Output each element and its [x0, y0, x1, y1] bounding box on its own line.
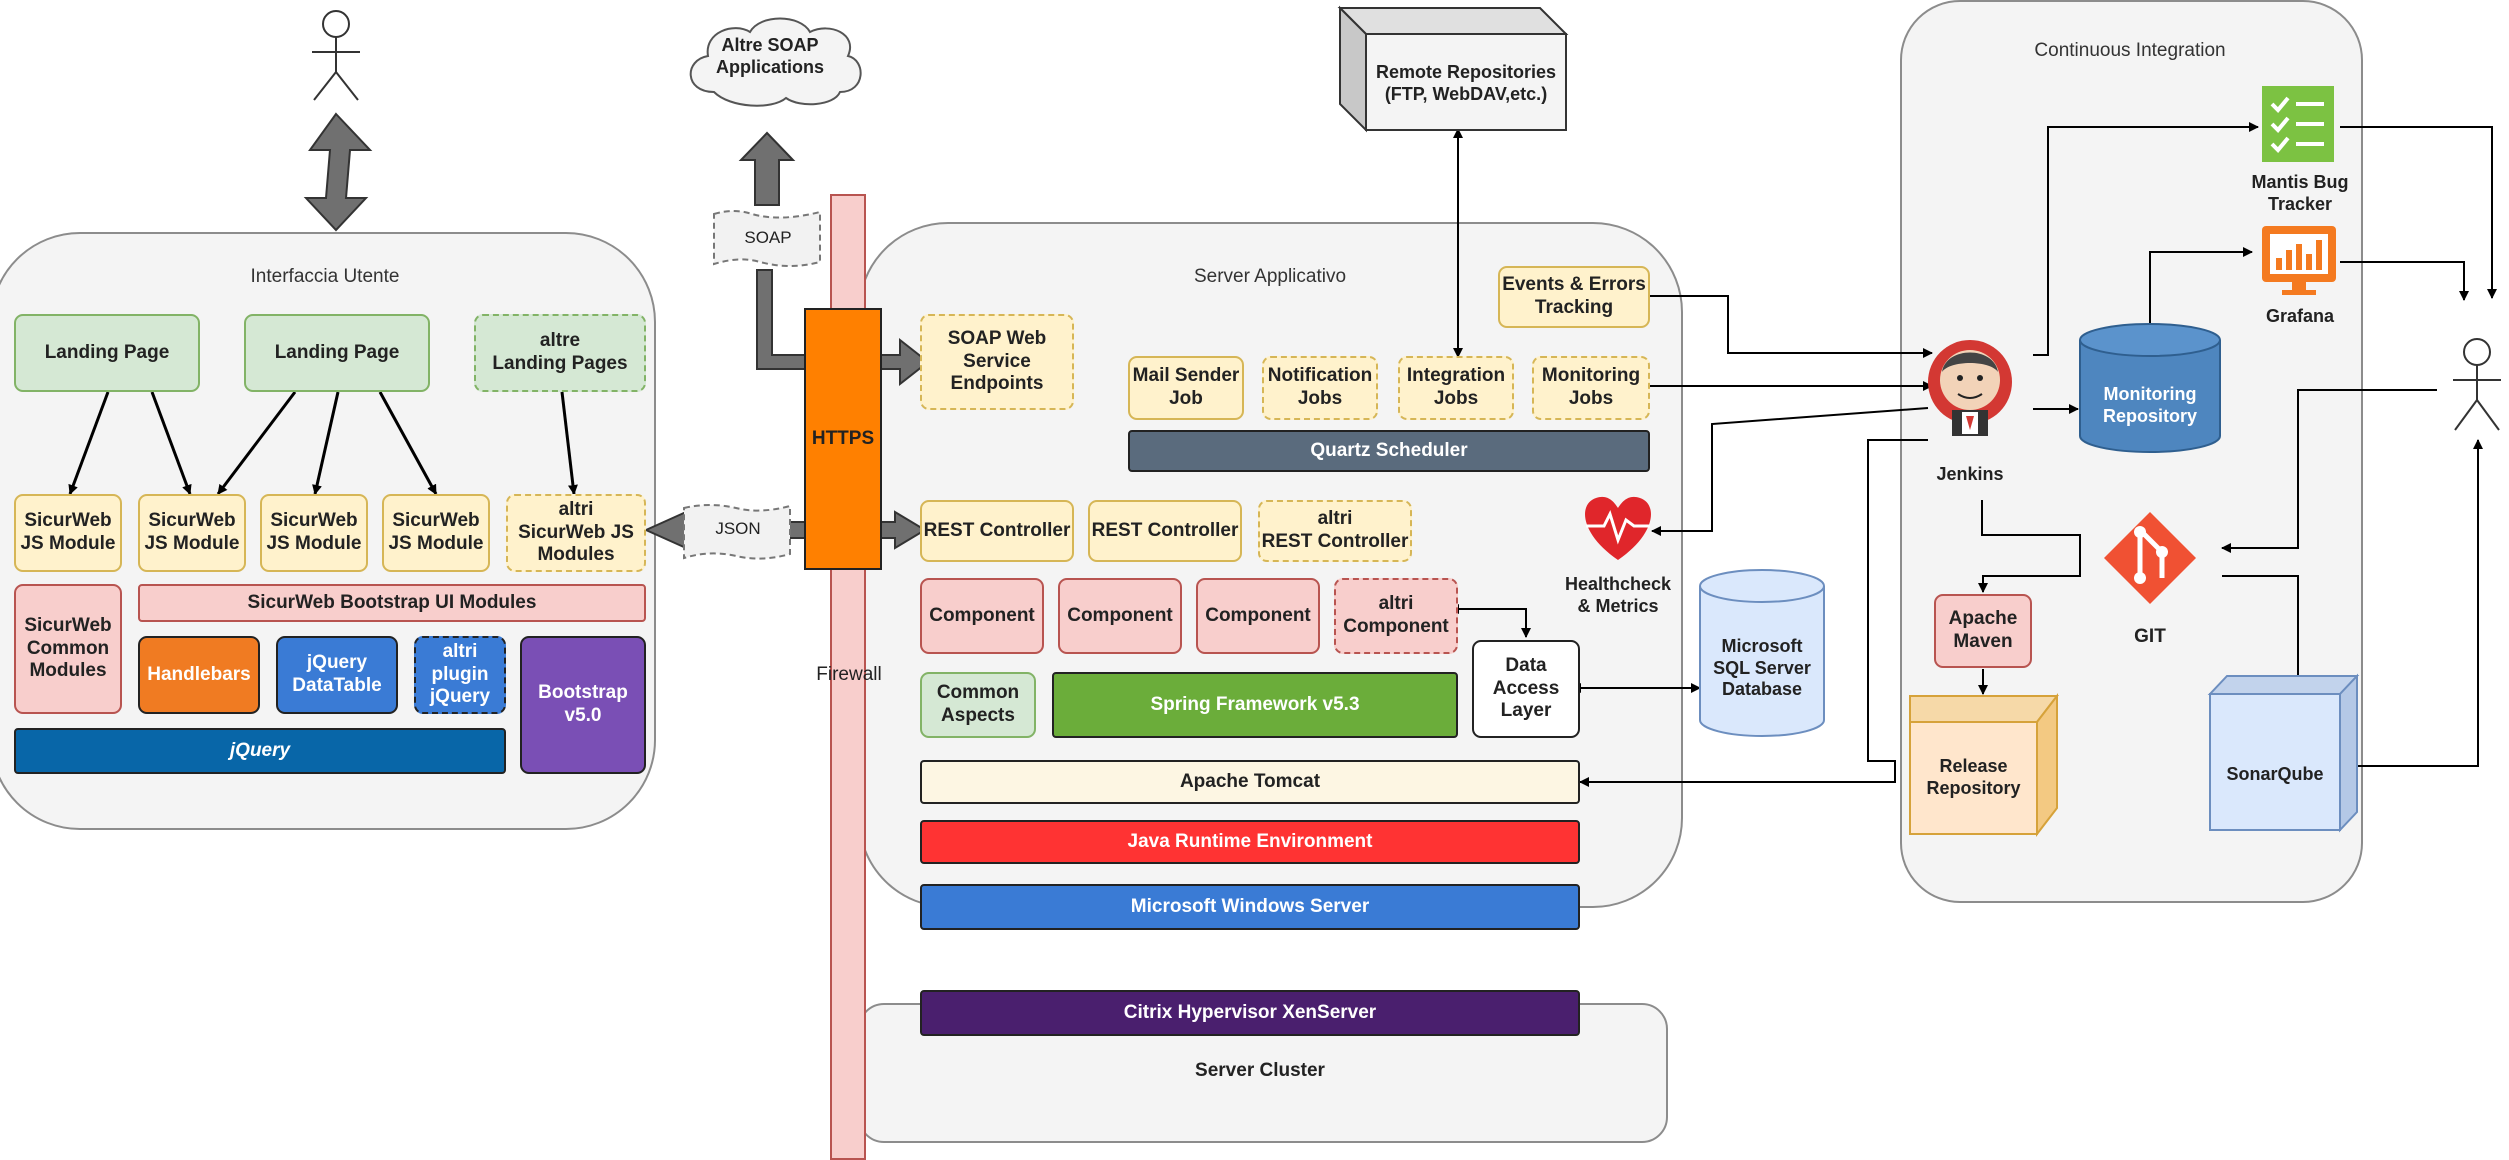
mantis-label: Mantis Bug Tracker — [2251, 172, 2349, 214]
notification-jobs: Notification Jobs — [1262, 356, 1378, 420]
server-cluster-title: Server Cluster — [1195, 1060, 1325, 1081]
rest-controller-1: REST Controller — [920, 500, 1074, 562]
sonarqube-box — [2207, 673, 2360, 833]
component-3: Component — [1196, 578, 1320, 654]
frontend-arrows — [68, 391, 578, 495]
git-label: GIT — [2134, 626, 2166, 647]
apache-tomcat: Apache Tomcat — [920, 760, 1580, 804]
jquery-datatable: jQuery DataTable — [276, 636, 398, 714]
grafana-icon — [2262, 226, 2336, 295]
grafana-label: Grafana — [2265, 306, 2335, 326]
js-module-3: SicurWeb JS Module — [260, 494, 368, 572]
release-repo-box — [1909, 693, 2060, 837]
healthcheck-label: Healthcheck & Metrics — [1564, 574, 1672, 616]
jenkins-icon — [1928, 340, 2012, 436]
json-banner — [683, 504, 791, 560]
events-errors-tracking: Events & Errors Tracking — [1498, 266, 1650, 328]
windows-server: Microsoft Windows Server — [920, 884, 1580, 930]
soap-apps-cloud — [689, 17, 862, 107]
component-1: Component — [920, 578, 1044, 654]
handlebars: Handlebars — [138, 636, 260, 714]
frontend-title: Interfaccia Utente — [250, 266, 400, 287]
spring-framework: Spring Framework v5.3 — [1052, 672, 1458, 738]
soap-banner-label: SOAP — [744, 228, 792, 247]
heart-icon — [1585, 496, 1651, 560]
integration-jobs: Integration Jobs — [1398, 356, 1514, 420]
user-icon-ci — [2453, 338, 2501, 431]
https-box — [804, 308, 882, 570]
landing-pages-more: altre Landing Pages — [474, 314, 646, 392]
rest-controllers-more: altri REST Controller — [1258, 500, 1412, 562]
common-modules: SicurWeb Common Modules — [14, 584, 122, 714]
git-icon — [2104, 512, 2196, 604]
https-label: HTTPS — [811, 428, 875, 449]
remote-repos-label: Remote Repositories (FTP, WebDAV,etc.) — [1375, 62, 1557, 104]
components-more: altri Component — [1334, 578, 1458, 654]
js-module-1: SicurWeb JS Module — [14, 494, 122, 572]
user-icon-top — [312, 10, 360, 101]
java-runtime: Java Runtime Environment — [920, 820, 1580, 864]
bootstrap-ui-modules: SicurWeb Bootstrap UI Modules — [138, 584, 646, 622]
data-access-layer: Data Access Layer — [1472, 640, 1580, 738]
remote-repos-box — [1337, 5, 1569, 133]
server-title: Server Applicativo — [1193, 266, 1347, 287]
sql-server-cylinder — [1699, 569, 1825, 737]
js-module-4: SicurWeb JS Module — [382, 494, 490, 572]
soap-apps-label: Altre SOAP Applications — [715, 35, 824, 77]
monitoring-repo-cylinder — [2079, 323, 2221, 453]
jquery-bar: jQuery — [14, 728, 506, 774]
mail-sender-job: Mail Sender Job — [1128, 356, 1244, 420]
js-module-2: SicurWeb JS Module — [138, 494, 246, 572]
jenkins-label: Jenkins — [1936, 464, 2004, 484]
ci-title: Continuous Integration — [2034, 40, 2226, 61]
landing-page-1: Landing Page — [14, 314, 200, 392]
soap-up-arrow — [738, 131, 796, 206]
user-double-arrow — [303, 112, 373, 232]
citrix-hypervisor: Citrix Hypervisor XenServer — [920, 990, 1580, 1036]
sonarqube-label: SonarQube — [2226, 764, 2324, 784]
bootstrap: Bootstrap v5.0 — [520, 636, 646, 774]
release-repo-label: Release Repository — [1926, 756, 2021, 798]
soap-endpoints: SOAP Web Service Endpoints — [920, 314, 1074, 410]
landing-page-2: Landing Page — [244, 314, 430, 392]
firewall-label: Firewall — [816, 664, 882, 685]
apache-maven: Apache Maven — [1934, 594, 2032, 668]
monitoring-jobs: Monitoring Jobs — [1532, 356, 1650, 420]
quartz-scheduler: Quartz Scheduler — [1128, 430, 1650, 472]
soap-banner — [713, 210, 821, 267]
mantis-icon — [2262, 86, 2334, 162]
jquery-plugins-more: altri plugin jQuery — [414, 636, 506, 714]
sql-server-label: Microsoft SQL Server Database — [1713, 636, 1811, 700]
js-modules-more: altri SicurWeb JS Modules — [506, 494, 646, 572]
json-banner-label: JSON — [715, 519, 761, 538]
common-aspects: Common Aspects — [920, 672, 1036, 738]
monitoring-repo-label: Monitoring Repository — [2102, 384, 2198, 426]
component-2: Component — [1058, 578, 1182, 654]
rest-controller-2: REST Controller — [1088, 500, 1242, 562]
